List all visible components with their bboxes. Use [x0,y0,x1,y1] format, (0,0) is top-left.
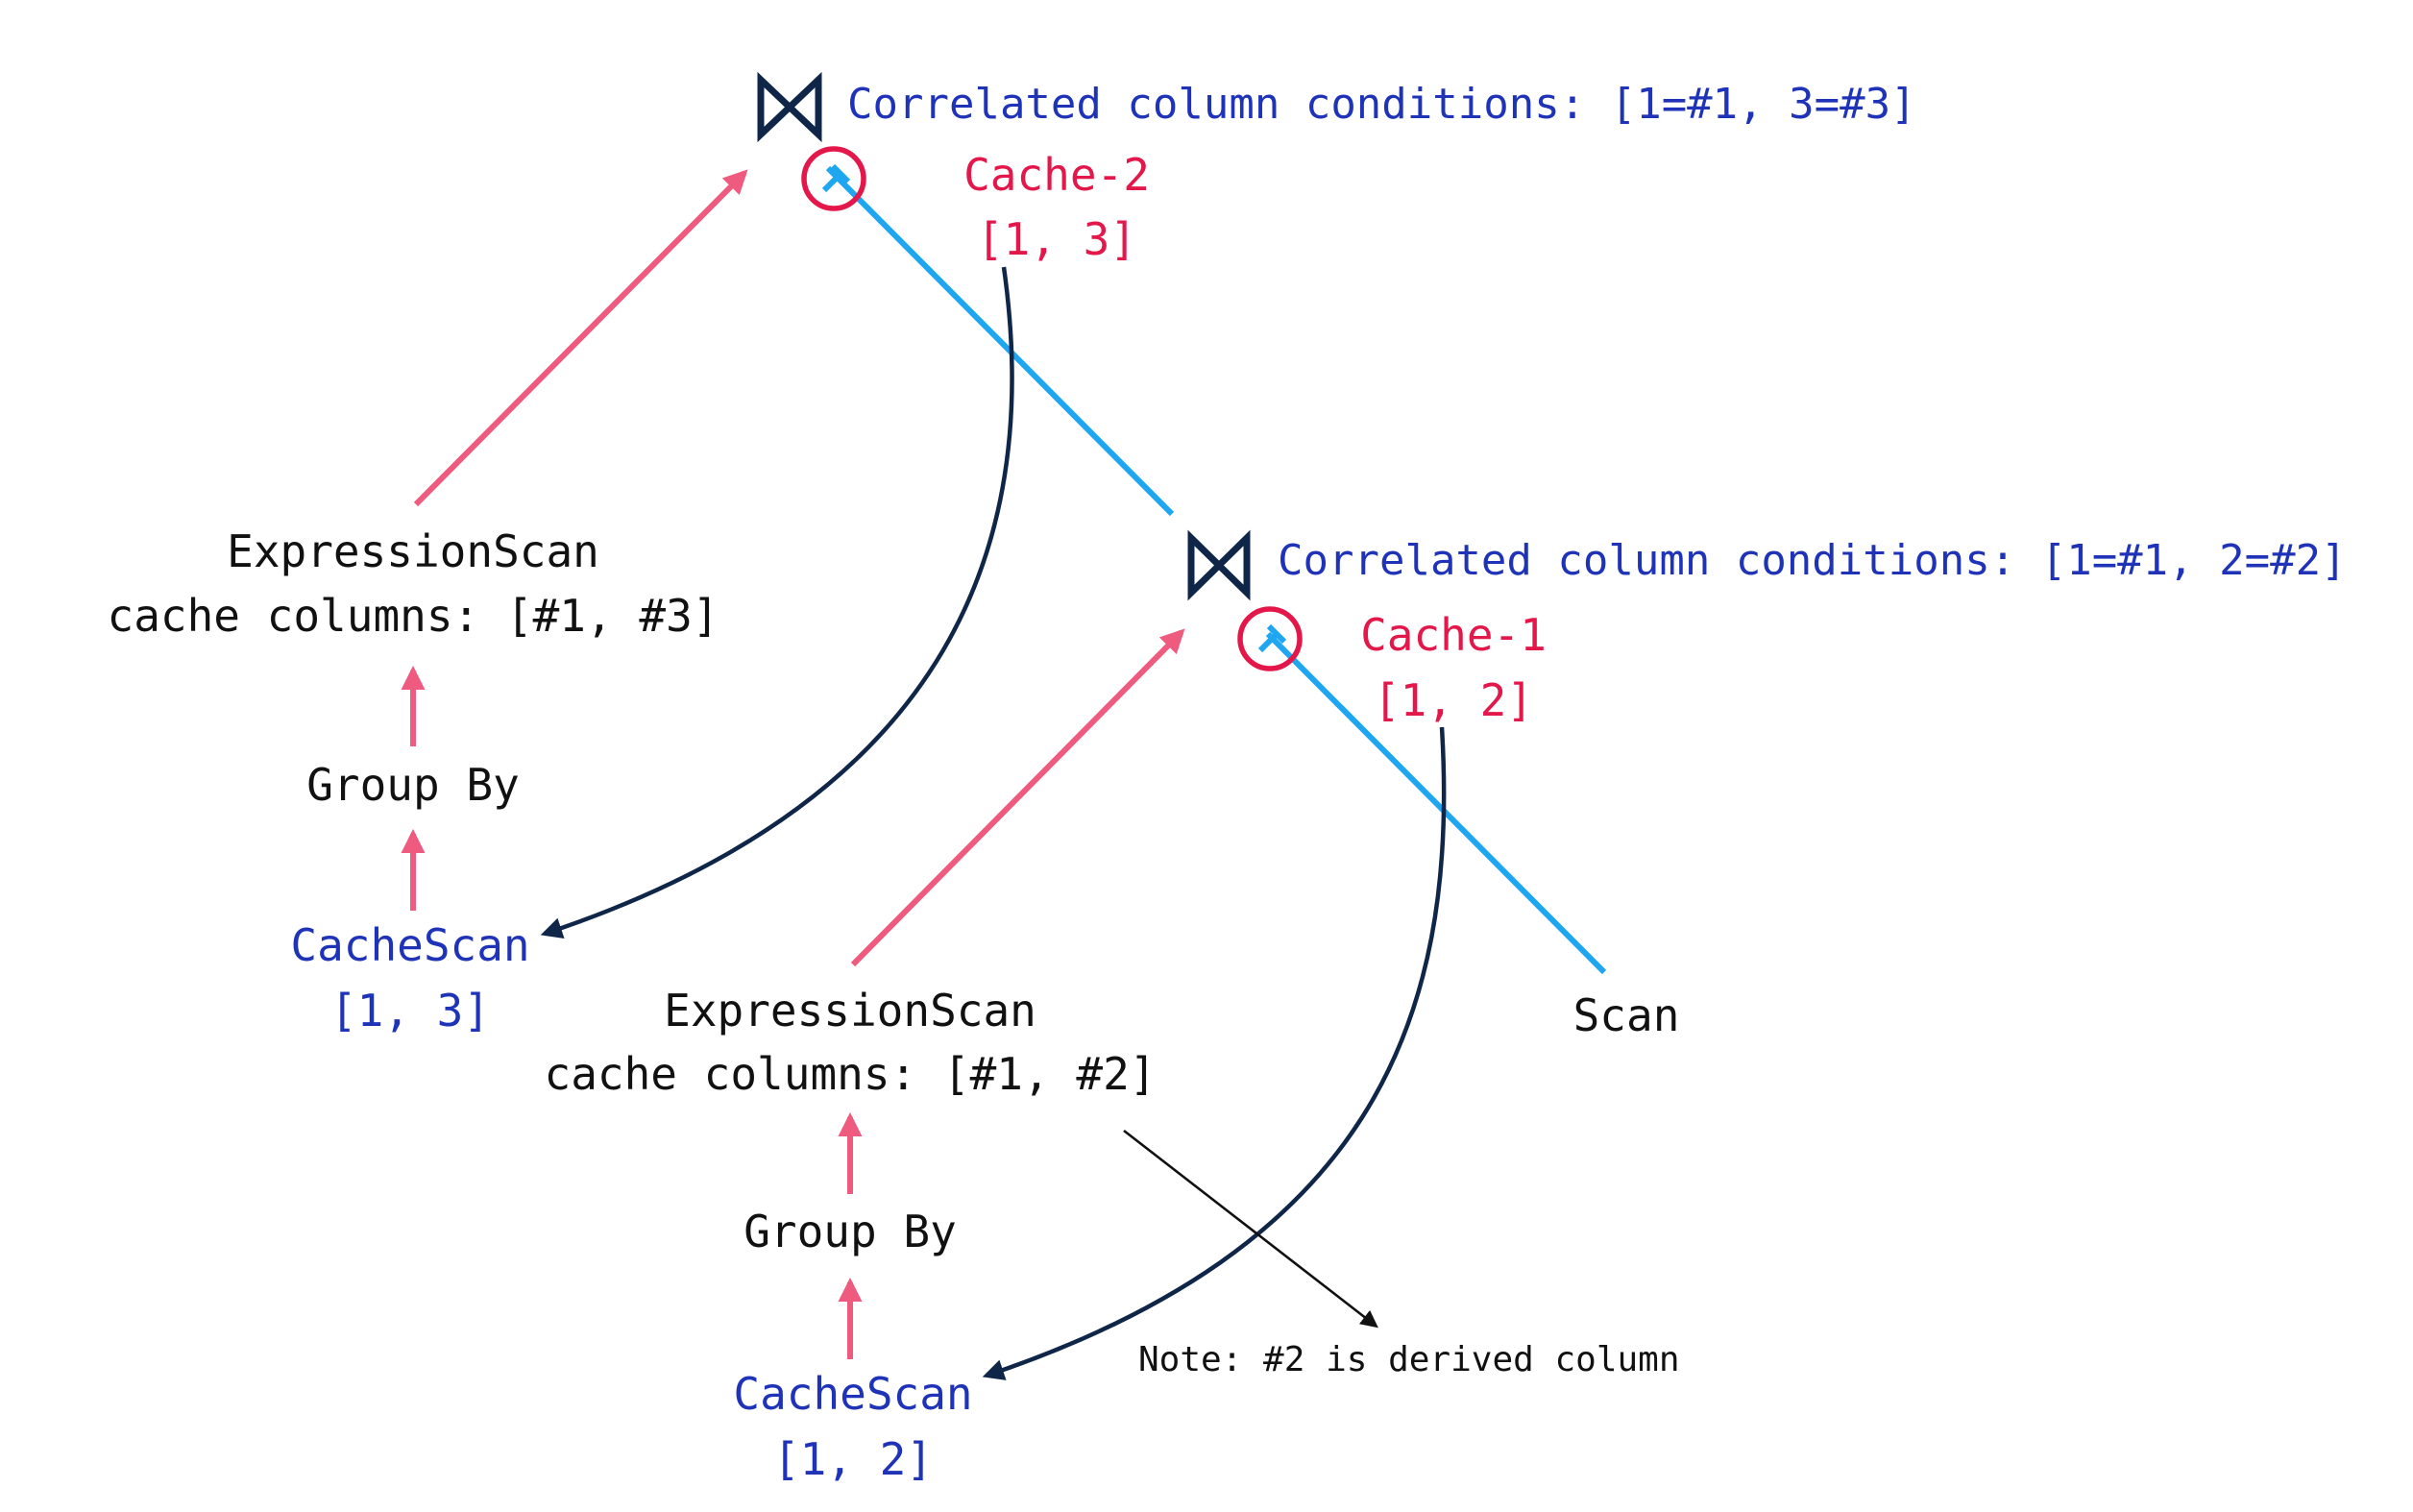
cache-2-indicator [801,146,866,211]
cache-link-cache1-to-middle-cachescan [982,726,1447,1380]
top-join-condition: Correlated column conditions: [1=#1, 3=#… [847,80,1916,129]
left-cache-scan-columns: [1, 3] [330,985,490,1036]
derived-column-note: Note: #2 is derived column [1138,1340,1680,1379]
middle-branch: ExpressionScan cache columns: [#1, #2] G… [545,985,1157,1485]
middle-cache-scan-columns: [1, 2] [773,1433,933,1485]
cache-2-columns: [1, 3] [977,213,1136,265]
inner-join-node: Correlated column conditions: [1=#1, 2=#… [1187,529,2347,726]
cache-link-cache2-to-left-cachescan [540,266,1014,939]
cache-1-tick [1257,623,1287,653]
middle-cache-scan: CacheScan [733,1368,972,1420]
inner-join-condition: Correlated column conditions: [1=#1, 2=#… [1278,536,2347,585]
cache-1-indicator [1237,606,1303,671]
top-join-node: Correlated column conditions: [1=#1, 3=#… [757,71,1916,265]
left-expression-scan: ExpressionScan [227,525,599,577]
flow-arrow-left-expression-to-top-join [413,169,748,507]
middle-cache-columns: cache columns: [#1, #2] [545,1048,1157,1100]
bowtie-join-icon [1187,529,1251,601]
cache-2-tick [821,163,851,193]
middle-group-by: Group By [743,1206,957,1257]
left-branch: ExpressionScan cache columns: [#1, #3] G… [108,525,719,1036]
left-group-by: Group By [306,759,520,811]
left-cache-scan: CacheScan [290,919,529,971]
bowtie-join-icon [757,71,822,143]
left-cache-columns: cache columns: [#1, #3] [108,590,719,642]
note-arrow [1123,1129,1378,1329]
scan-node: Scan [1573,989,1680,1041]
cache-2-name: Cache-2 [963,149,1150,201]
cache-1-columns: [1, 2] [1374,674,1533,726]
tree-edge-inner-join-to-scan [1265,631,1607,975]
middle-expression-scan: ExpressionScan [664,985,1036,1036]
cache-1-name: Cache-1 [1360,609,1547,661]
flow-arrow-middle-expression-to-inner-join [850,628,1185,967]
tree-edge-top-to-inner-join [825,165,1175,517]
